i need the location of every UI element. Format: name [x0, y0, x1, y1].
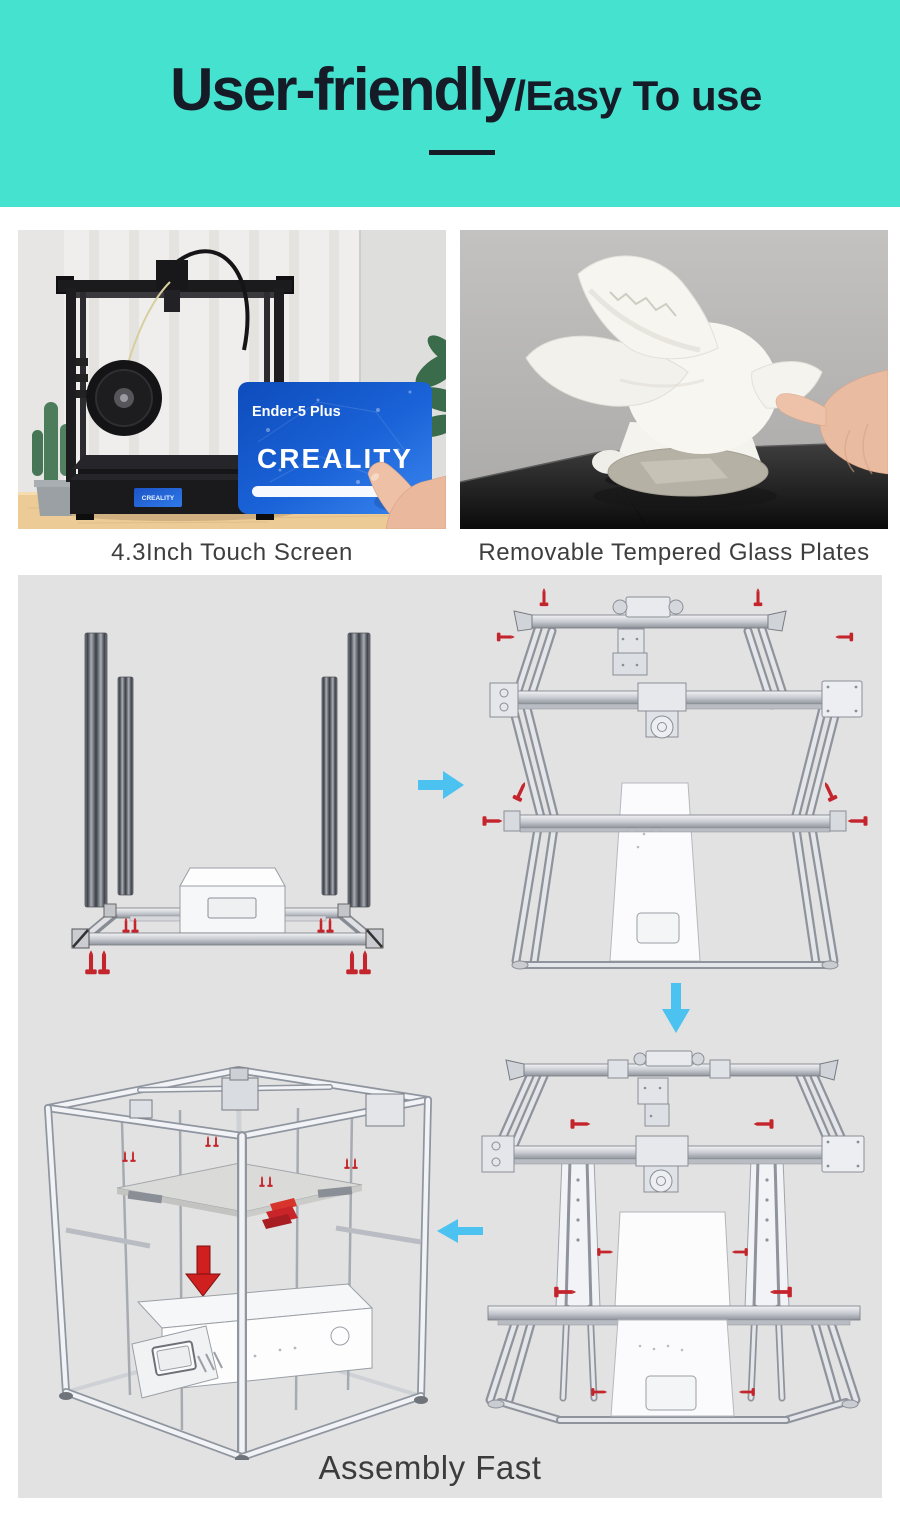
photo-glass-art — [460, 230, 888, 529]
drop-arrow — [184, 1245, 222, 1297]
filament-spool — [76, 358, 162, 436]
printer-screen-brand: CREALITY — [142, 495, 175, 502]
frame-front — [44, 1066, 432, 1460]
page-title: User-friendly/Easy To use — [16, 60, 900, 120]
photo-touchscreen: CREALITY Ender-5 Plus CREALITY — [18, 230, 446, 529]
card-model-label: Ender-5 Plus — [252, 404, 341, 420]
base-unit — [131, 1283, 374, 1399]
card-progress-bar — [252, 486, 402, 497]
arrow-down-icon — [662, 983, 690, 1033]
hero-banner: User-friendly/Easy To use — [0, 0, 900, 207]
arrow-left-icon — [437, 1219, 483, 1243]
photo-touchscreen-art: CREALITY Ender-5 Plus CREALITY — [18, 230, 446, 529]
arrow-right-icon — [418, 771, 464, 799]
photo-glass-plate — [460, 230, 888, 529]
printed-model — [525, 255, 823, 497]
diagram-assembled — [44, 1066, 432, 1460]
assembly-caption: Assembly Fast — [318, 1449, 542, 1486]
caption-touchscreen: 4.3Inch Touch Screen — [111, 539, 353, 566]
holding-hand — [775, 369, 888, 475]
title-sub: /Easy To use — [514, 72, 762, 119]
pointing-hand — [367, 462, 446, 529]
diagram-step-2 — [481, 1050, 865, 1424]
diagram-step-1 — [482, 588, 868, 970]
red-carriage — [262, 1198, 298, 1229]
diagram-frame-parts — [71, 632, 384, 975]
caption-glass: Removable Tempered Glass Plates — [478, 539, 870, 566]
assembly-section: Assembly Fast — [18, 575, 882, 1498]
title-main: User-friendly — [170, 56, 516, 123]
cactus-plant — [32, 402, 78, 516]
printer-screen — [134, 488, 182, 507]
title-underline — [429, 150, 495, 155]
